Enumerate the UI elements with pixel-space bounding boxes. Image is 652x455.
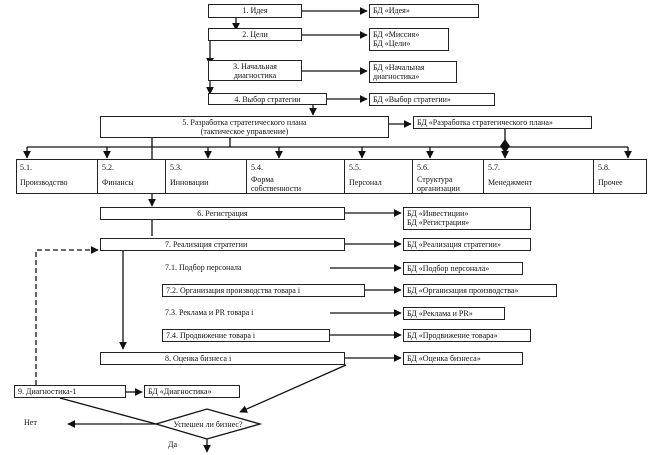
step-4-label: 4. Выбор стратегии <box>234 95 301 104</box>
subplan-5-8: 5.8. Прочее <box>598 163 623 187</box>
step-5-label-a: 5. Разработка стратегического плана <box>182 118 307 127</box>
step-2-goals: 2. Цели <box>208 28 302 41</box>
decision-yes-label: Да <box>168 440 178 449</box>
step-8-evaluation: 8. Оценка бизнеса i <box>100 352 345 365</box>
step-7-label: 7. Реализация стратегии <box>165 240 248 249</box>
subplan-5-6: 5.6. Структура организации <box>417 163 460 193</box>
db-diagnostics: БД «Диагностика» <box>144 385 240 398</box>
db-initial-diagnostics: БД «Начальная диагностика» <box>369 61 457 83</box>
step-9-label: 9. Диагностика-1 <box>18 387 77 396</box>
step-7-realization: 7. Реализация стратегии <box>100 238 345 251</box>
db-evaluation: БД «Оценка бизнеса» <box>403 352 523 365</box>
step-7-2: 7.2. Организация производства товара i <box>162 284 365 297</box>
db-staff: БД «Подбор персонала» <box>403 262 523 275</box>
decision-diamond <box>153 408 263 440</box>
step-4-choice: 4. Выбор стратегии <box>208 93 327 105</box>
step-1-idea: 1. Идея <box>208 4 302 18</box>
db-strategy-choice: БД «Выбор стратегии» <box>369 93 495 106</box>
db-investments-registration: БД «Инвестиции» БД «Регистрация» <box>403 207 531 230</box>
step-5-label-b: (тактическое управление) <box>200 127 289 136</box>
step-7-4: 7.4. Продвижение товара i <box>162 329 330 342</box>
subplan-row <box>16 159 647 194</box>
subplan-5-1: 5.1. Производство <box>20 163 68 187</box>
step-7-1: 7.1. Подбор персонала <box>165 263 242 272</box>
step-7-3: 7.3. Реклама и PR товара i <box>165 308 254 317</box>
subplan-5-7: 5.7. Менеджмент <box>488 163 533 187</box>
db-strategic-plan: БД «Разработка стратегического плана» <box>413 116 592 129</box>
db-mission-goals: БД «Миссия» БД «Цели» <box>369 28 449 51</box>
decision-no-label: Нет <box>24 418 37 427</box>
db-idea: БД «Идея» <box>369 4 479 18</box>
db-production: БД «Организация производства» <box>403 284 557 297</box>
decision-question: Успешен ли бизнес? <box>173 420 243 429</box>
step-2-label: 2. Цели <box>242 30 268 39</box>
step-3-initial-diagnostics: 3. Начальная диагностика <box>208 60 302 81</box>
subplan-5-5: 5.5. Персонал <box>349 163 382 187</box>
step-8-label: 8. Оценка бизнеса i <box>165 354 232 363</box>
subplan-5-3: 5.3. Инновации <box>170 163 209 187</box>
db-promotion: БД «Продвижение товара» <box>403 329 531 342</box>
subplan-5-2: 5.2. Финансы <box>102 163 134 187</box>
step-3-label-a: 3. Начальная <box>233 62 277 71</box>
db-realization: БД «Реализация стратегии» <box>403 238 531 251</box>
step-6-registration: 6. Регистрация <box>100 207 345 220</box>
step-6-label: 6. Регистрация <box>197 209 248 218</box>
feedback-dashed <box>35 246 99 385</box>
step-1-label: 1. Идея <box>242 6 268 15</box>
arrow-8-decision <box>239 364 347 413</box>
step-9-diagnostics: 9. Диагностика-1 <box>14 385 126 398</box>
step-3-label-b: диагностика <box>233 71 277 80</box>
step-5-plan: 5. Разработка стратегического плана (так… <box>100 116 389 138</box>
subplan-5-4: 5.4. Форма собственности <box>251 163 302 193</box>
db-ad-pr: БД «Реклама и PR» <box>403 307 505 320</box>
